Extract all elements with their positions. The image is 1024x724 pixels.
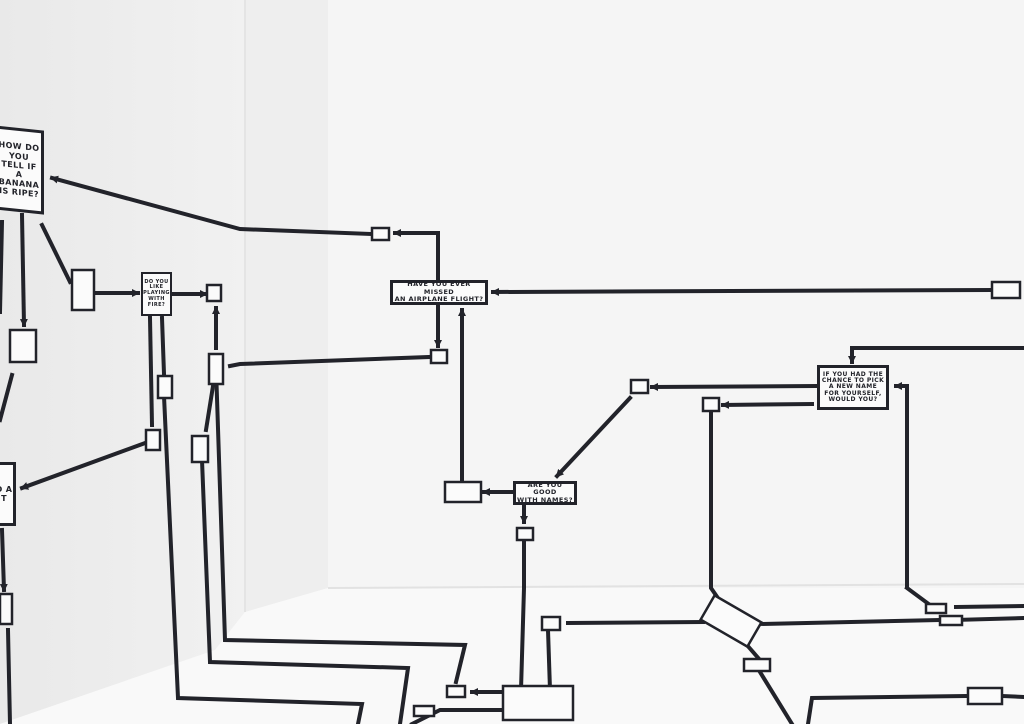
question-playing-with-fire: DO YOU LIKE PLAYING WITH FIRE? bbox=[141, 272, 172, 316]
corner-wall-section bbox=[245, 0, 328, 612]
answer-labels bbox=[0, 226, 1022, 722]
answer-label bbox=[0, 592, 14, 626]
answer-label bbox=[515, 526, 535, 542]
answer-label bbox=[701, 396, 721, 413]
tape-floor-3 bbox=[757, 617, 941, 627]
tape-airplane-up bbox=[393, 229, 440, 280]
tape-floor-2 bbox=[565, 619, 706, 626]
tape-newname-right bbox=[894, 382, 909, 588]
answer-label bbox=[742, 657, 772, 673]
tape-lines bbox=[0, 175, 1024, 724]
tape-top-long bbox=[490, 287, 995, 296]
tape-floor-9 bbox=[999, 693, 1024, 700]
tape-left-1 bbox=[39, 222, 73, 285]
tape-left-floor-b bbox=[199, 457, 411, 724]
answer-label bbox=[144, 428, 162, 452]
question-banana-ripe: HOW DO YOU TELL IF A BANANA IS RIPE? bbox=[0, 125, 44, 215]
question-good-with-names: ARE YOU GOOD WITH NAMES? bbox=[513, 481, 577, 505]
question-missed-airplane: HAVE YOU EVER MISSED AN AIRPLANE FLIGHT? bbox=[390, 280, 488, 305]
answer-label bbox=[501, 684, 575, 722]
answer-label bbox=[207, 352, 225, 386]
answer-label bbox=[412, 704, 436, 718]
answer-label bbox=[629, 378, 650, 395]
tape-left-9 bbox=[19, 212, 28, 328]
tape-floor-1 bbox=[904, 585, 933, 608]
tape-floor-10 bbox=[545, 627, 553, 693]
tape-newname-top bbox=[848, 346, 1024, 364]
tape-newname-left-1 bbox=[649, 382, 819, 391]
answer-label bbox=[445, 684, 467, 699]
tape-floor-8 bbox=[805, 693, 968, 724]
tape-left-13 bbox=[0, 219, 5, 315]
answer-label bbox=[966, 686, 1004, 706]
answer-label bbox=[190, 434, 210, 464]
answer-label bbox=[156, 374, 174, 400]
tape-floor-center bbox=[518, 538, 526, 693]
tape-left-4 bbox=[147, 315, 155, 428]
tape-left-12 bbox=[5, 627, 13, 724]
answer-label bbox=[990, 280, 1022, 300]
tape-floor-12 bbox=[409, 708, 503, 724]
answer-label bbox=[205, 283, 223, 303]
tape-banana-yes bbox=[49, 175, 375, 237]
tape-floor-5 bbox=[953, 603, 1024, 610]
answer-label bbox=[540, 615, 562, 632]
tape-left-floor-c bbox=[161, 393, 365, 724]
tape-left-10 bbox=[0, 372, 15, 423]
tape-floor-7 bbox=[757, 669, 795, 724]
tape-mid-left bbox=[227, 354, 433, 369]
tape-newname-left-2 bbox=[720, 400, 815, 409]
tape-left-7 bbox=[203, 383, 216, 433]
question-pick-new-name: IF YOU HAD THE CHANCE TO PICK A NEW NAME… bbox=[817, 365, 889, 410]
answer-label bbox=[70, 268, 96, 312]
answer-label bbox=[443, 480, 483, 504]
answer-label bbox=[698, 593, 764, 649]
tape-left-floor-a bbox=[213, 365, 468, 685]
answer-label bbox=[370, 226, 391, 242]
tape-to-names bbox=[554, 395, 633, 479]
question-partial-left: D A T bbox=[0, 462, 16, 526]
tape-left-8 bbox=[19, 439, 151, 491]
tape-left-5 bbox=[159, 315, 167, 377]
answer-label bbox=[924, 602, 948, 615]
answer-label bbox=[938, 614, 964, 627]
tape-left-11 bbox=[0, 527, 8, 593]
answer-label bbox=[8, 328, 38, 364]
tape-floor-4 bbox=[952, 615, 1024, 623]
answer-label bbox=[429, 348, 449, 365]
